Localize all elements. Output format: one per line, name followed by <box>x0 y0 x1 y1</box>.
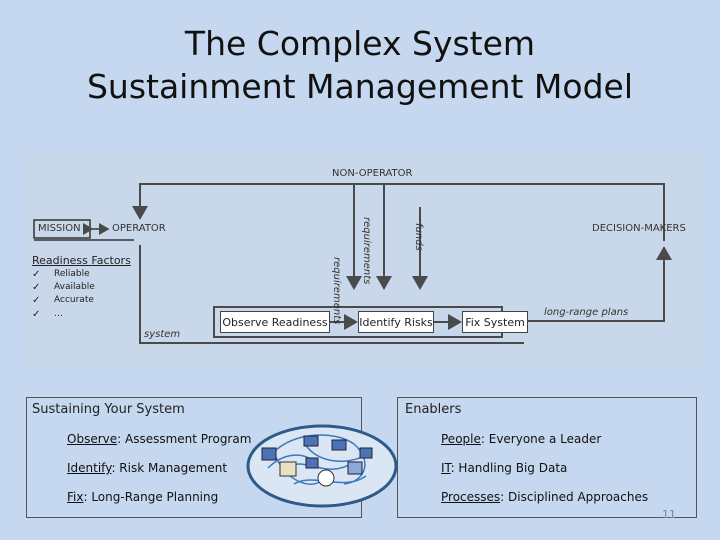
title-line-2: Sustainment Management Model <box>86 67 634 106</box>
readiness-factors-list: ✓Reliable ✓Available ✓Accurate ✓… <box>32 268 95 321</box>
identify-risks-box: Identify Risks <box>358 311 434 333</box>
node-icon <box>303 435 319 447</box>
list-item: ✓… <box>32 308 95 321</box>
sustainment-diagram: NON-OPERATOR MISSION OPERATOR DECISION-M… <box>24 153 704 368</box>
diagram-connectors <box>33 183 672 344</box>
readiness-factors-title: Readiness Factors <box>32 254 131 267</box>
non-operator-label: NON-OPERATOR <box>332 168 413 179</box>
list-item: ✓ Available <box>32 281 95 294</box>
long-range-plans-label: long-range plans <box>544 307 629 318</box>
sustaining-item-fix: Fix: Long-Range Planning <box>67 490 219 504</box>
node-icon <box>279 461 297 477</box>
check-icon: ✓ <box>32 282 41 294</box>
check-icon: ✓ <box>32 269 41 280</box>
operator-label: OPERATOR <box>112 223 166 234</box>
sustaining-title: Sustaining Your System <box>32 402 185 417</box>
decision-makers-label: DECISION-MAKERS <box>592 223 686 234</box>
node-icon <box>359 447 373 459</box>
readiness-item: … <box>54 308 63 319</box>
requirements-label-2: requirements <box>361 217 372 285</box>
enabler-item-processes: Processes: Disciplined Approaches <box>441 490 649 504</box>
requirements-label-1: requirements <box>331 257 342 325</box>
list-item: ✓ Accurate <box>32 294 95 307</box>
node-icon <box>347 461 363 475</box>
check-icon: ✓ <box>32 308 41 320</box>
system-network-illustration <box>246 424 398 508</box>
enablers-title: Enablers <box>405 402 462 417</box>
mission-label: MISSION <box>38 223 81 234</box>
readiness-item: Accurate <box>54 295 94 306</box>
long-range-line <box>500 246 672 322</box>
sustaining-item-observe: Observe: Assessment Program <box>67 432 252 446</box>
check-icon: ✓ <box>32 295 41 307</box>
node-icon <box>317 469 335 487</box>
system-label: system <box>144 329 181 340</box>
list-item: ✓ Reliable <box>32 268 95 281</box>
funds-label: funds <box>413 223 424 251</box>
sustaining-item-identify: Identify: Risk Management <box>67 461 228 475</box>
top-loop-line <box>132 183 665 241</box>
page-number: 11 <box>662 508 676 521</box>
enabler-item-it: IT: Handling Big Data <box>441 461 568 475</box>
node-icon <box>261 447 277 461</box>
enablers-panel <box>397 397 697 518</box>
readiness-item: Available <box>54 282 95 293</box>
system-line <box>139 245 524 344</box>
node-icon <box>331 439 347 451</box>
readiness-item: Reliable <box>54 269 90 279</box>
title-line-1: The Complex System <box>184 24 536 63</box>
enabler-item-people: People: Everyone a Leader <box>441 432 602 446</box>
fix-system-box: Fix System <box>462 311 528 333</box>
observe-readiness-box: Observe Readiness <box>220 311 330 333</box>
slide-title: The Complex System Sustainment Managemen… <box>0 22 720 108</box>
node-icon <box>305 457 319 469</box>
